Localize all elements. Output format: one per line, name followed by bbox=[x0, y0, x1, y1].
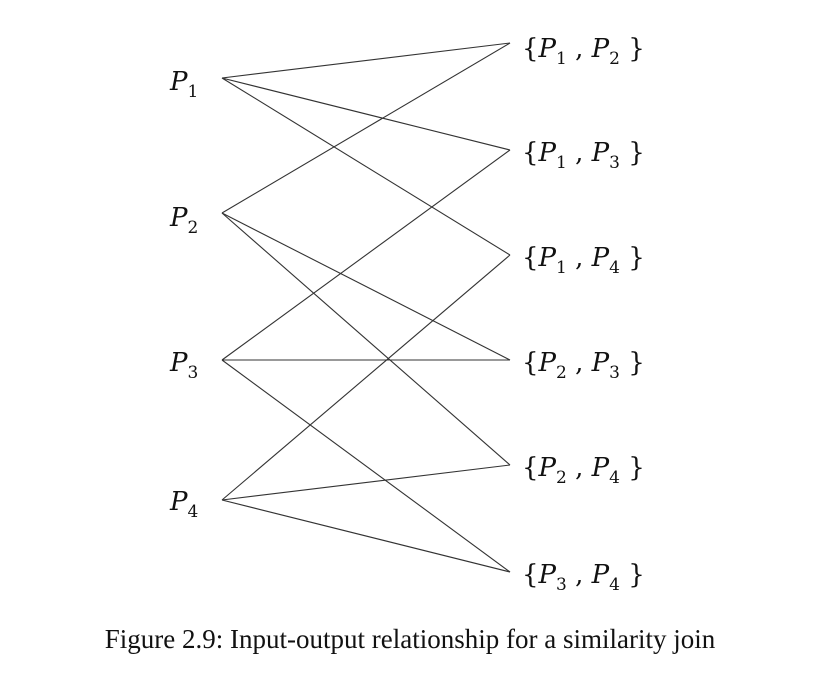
output-label-p3p4: {P3 , P4 } bbox=[522, 560, 645, 595]
input-label-p2: P2 bbox=[169, 203, 198, 238]
edge-p2-p2p4 bbox=[221, 212, 511, 466]
output-label-p1p4: {P1 , P4 } bbox=[522, 243, 645, 278]
edge-p1-p1p4 bbox=[221, 77, 511, 256]
edge-p4-p3p4 bbox=[221, 499, 511, 573]
edge-p1-p1p2 bbox=[221, 42, 511, 79]
output-label-p1p2: {P1 , P2 } bbox=[522, 34, 645, 69]
output-node-group: {P1 , P2 } {P1 , P3 } {P1 , P4 } {P2 , P3 }… bbox=[522, 34, 645, 595]
input-label-p1: P1 bbox=[169, 67, 198, 102]
edge-p4-p2p4 bbox=[221, 464, 511, 501]
figure-caption: Figure 2.9: Input-output relationship fo… bbox=[104, 624, 716, 654]
edge-p2-p2p3 bbox=[221, 212, 511, 361]
edge-p1-p1p3 bbox=[221, 77, 511, 151]
output-label-p2p4: {P2 , P4 } bbox=[522, 453, 645, 488]
edge-p3-p1p3 bbox=[221, 149, 511, 361]
input-label-p4: P4 bbox=[169, 487, 198, 522]
edge-p3-p3p4 bbox=[221, 359, 511, 573]
edge-p2-p1p2 bbox=[221, 42, 511, 214]
output-label-p1p3: {P1 , P3 } bbox=[522, 138, 645, 173]
edge-group bbox=[221, 42, 511, 573]
output-label-p2p3: {P2 , P3 } bbox=[522, 348, 645, 383]
edge-p4-p1p4 bbox=[221, 254, 511, 501]
input-label-p3: P3 bbox=[169, 348, 198, 383]
